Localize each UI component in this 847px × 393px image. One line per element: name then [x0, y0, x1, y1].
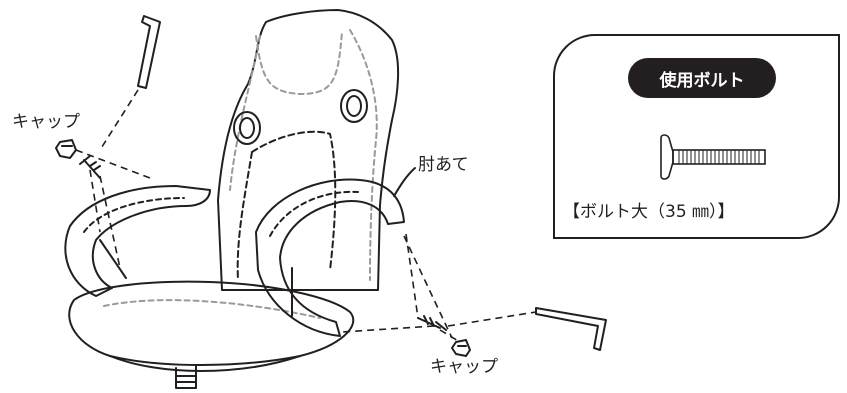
armrest-left	[64, 185, 211, 297]
bolt-info-panel: 使用ボルト 【ボルト大（35 ㎜）】	[553, 34, 840, 239]
guide-right-key	[447, 311, 537, 327]
backrest-cushion	[236, 130, 337, 281]
cap-label-left: キャップ	[12, 112, 80, 132]
backrest-side-seam-left	[229, 35, 261, 191]
headrest-hole-left-inner	[239, 117, 255, 139]
armrest-label: 肘あて	[418, 155, 469, 175]
armrest-leader	[393, 167, 416, 197]
guide-right-cap	[439, 329, 461, 343]
guide-right-bolt	[341, 325, 435, 333]
hex-key-right	[535, 307, 607, 351]
cap-right	[451, 339, 471, 357]
armrest-left-seam	[83, 197, 185, 233]
chair-backrest	[217, 9, 400, 291]
bolt-icon	[660, 134, 766, 180]
backrest-headrest-seam	[255, 31, 343, 95]
cap-label-right: キャップ	[430, 357, 498, 377]
cap-left	[55, 139, 77, 159]
bolt-size-caption: 【ボルト大（35 ㎜）】	[563, 202, 735, 222]
headrest-hole-right	[340, 89, 368, 123]
bolt-left	[79, 155, 101, 179]
armrest-right-seam	[269, 190, 359, 237]
seat-seam	[103, 299, 321, 319]
guide-bolt-left	[99, 175, 121, 269]
hex-key-left	[137, 15, 161, 89]
bolt-right	[417, 315, 447, 331]
armrest-right	[255, 178, 405, 337]
guide-key-left	[99, 89, 139, 151]
guide-right-down	[403, 235, 453, 339]
guide-left-vertical	[89, 169, 101, 233]
bolt-badge: 使用ボルト	[628, 58, 776, 98]
chair-seat	[68, 280, 355, 366]
guide-cap-left	[75, 149, 151, 179]
seat-front	[109, 355, 301, 372]
headrest-hole-right-inner	[346, 95, 362, 117]
headrest-hole-left	[233, 111, 261, 145]
backrest-side-seam-right	[349, 29, 378, 281]
guide-right-arm	[405, 233, 419, 319]
